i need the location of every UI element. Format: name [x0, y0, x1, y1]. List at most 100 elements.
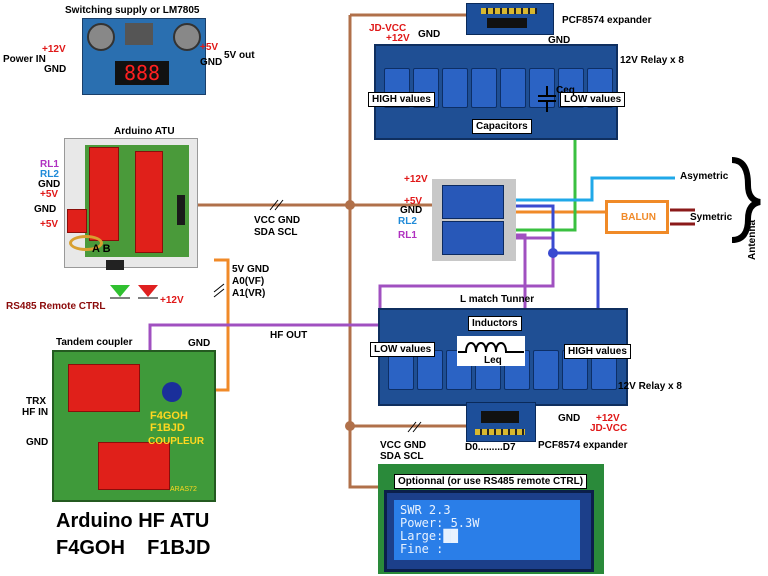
gnd-label: GND [558, 413, 581, 424]
balun-label: BALUN [621, 212, 656, 223]
rs485-connector [106, 260, 124, 270]
relay [533, 350, 559, 390]
arduino-title: Arduino ATU [114, 126, 175, 137]
balun-box [605, 200, 669, 234]
coupler-name: COUPLEUR [148, 436, 205, 447]
gnd-label: GND [548, 35, 571, 46]
plus12-label: +12V [42, 44, 66, 55]
top-expander [466, 3, 554, 35]
coupler-ref: ARAS72 [170, 486, 197, 493]
inductors-label: Inductors [468, 316, 522, 331]
footer-line-1: Arduino HF ATU [56, 510, 210, 532]
antenna-label: Antenna [747, 220, 758, 260]
relay [500, 68, 526, 108]
rl2-label: RL2 [40, 169, 59, 180]
toroid-icon [69, 235, 103, 251]
coupler-call1: F4GOH [150, 410, 188, 422]
jd-vcc-label: JD-VCC [590, 423, 628, 434]
ceq-label: Ceq [556, 85, 575, 96]
junction-dot [345, 200, 355, 210]
connector-block [67, 209, 87, 233]
high-values-label: HIGH values [368, 92, 435, 107]
low-values-label: LOW values [370, 342, 436, 357]
low-values-label: LOW values [560, 92, 626, 107]
chip [481, 411, 519, 423]
coupler-board: F4GOH F1BJD COUPLEUR ARAS72 [52, 350, 216, 502]
bottom-expander [466, 402, 536, 442]
plus5-label: +5V [404, 196, 423, 207]
top-relay-title: 12V Relay x 8 [620, 55, 684, 66]
hf-in-label: HF IN [22, 407, 49, 418]
lcd-line-2: Power: 5.3W [400, 516, 480, 530]
gnd-label: GND [188, 338, 211, 349]
relay [471, 68, 497, 108]
gnd-label: GND [200, 57, 223, 68]
relay [442, 221, 504, 255]
seven-segment-display: 888 [115, 61, 169, 85]
capacitor [87, 23, 115, 51]
pin-header [475, 429, 525, 435]
relay-block [89, 147, 119, 241]
symetric-label: Symetric [690, 212, 733, 223]
gnd-label: GND [34, 204, 57, 215]
vcc-gnd-label: VCC GND [254, 215, 301, 226]
power-in-label: Power IN [3, 54, 46, 65]
gnd-label: GND [26, 437, 49, 448]
lmatch-title: L match Tunner [460, 294, 535, 305]
lcd-line-4: Fine : [400, 542, 444, 556]
hf-out-label: HF OUT [270, 330, 308, 341]
brown-bus-wire [196, 13, 466, 489]
expander-label: PCF8574 expander [562, 15, 652, 26]
lcd-line-3: Large:██ [400, 529, 458, 543]
plus12-label: +12V [404, 174, 428, 185]
inductor [125, 23, 153, 45]
jd-vcc-label: JD-VCC [369, 23, 407, 34]
rl1-label: RL1 [40, 159, 59, 170]
coupler-call2: F1BJD [150, 422, 185, 434]
leq-label: Leq [484, 355, 502, 366]
relay-block [135, 151, 163, 253]
a0-label: A0(VF) [232, 276, 265, 287]
footer-line-2: F4GOH F1BJD [56, 537, 211, 559]
capacitor [173, 23, 201, 51]
ab-label: A B [92, 243, 111, 255]
plus12-label: +12V [386, 33, 410, 44]
coupler-title: Tandem coupler [56, 337, 133, 348]
plus5-label: +5V [40, 189, 59, 200]
5v-gnd-label: 5V GND [232, 264, 270, 275]
d0-d7-label: D0.........D7 [465, 442, 516, 453]
vcc-gnd-label: VCC GND [380, 440, 427, 451]
rl2-label: RL2 [398, 216, 417, 227]
lcd-screen: SWR 2.3 Power: 5.3W Large:██ Fine : [394, 500, 580, 560]
arduino-board [64, 138, 198, 268]
gnd-label: GND [38, 179, 61, 190]
5v-out-label: 5V out [224, 50, 255, 61]
purple-wire-2 [378, 236, 555, 325]
psu-board: 888 [82, 18, 206, 95]
rs485-label: RS485 Remote CTRL [6, 301, 106, 312]
gnd-label: GND [418, 29, 441, 40]
plus5-label: +5V [40, 219, 59, 230]
antenna-brace [731, 157, 761, 243]
lcd-line-1: SWR 2.3 [400, 503, 451, 517]
a1-label: A1(VR) [232, 288, 266, 299]
trx-label: TRX [26, 396, 46, 407]
relay [442, 68, 468, 108]
optional-label: Optionnal (or use RS485 remote CTRL) [394, 474, 588, 489]
capacitor-icon [538, 86, 556, 112]
plus5-label: +5V [200, 42, 219, 53]
dual-relay-module [432, 179, 516, 261]
plus12-label: +12V [596, 413, 620, 424]
coupler-transformer [68, 364, 140, 412]
pin-header [481, 8, 537, 14]
variable-capacitor [162, 382, 182, 402]
inductor-icon [458, 342, 524, 353]
junction-dot [345, 421, 355, 431]
sda-scl-label: SDA SCL [254, 227, 298, 238]
expander-label: PCF8574 expander [538, 440, 628, 451]
bottom-relay-title: 12V Relay x 8 [618, 381, 682, 392]
gnd-label: GND [44, 64, 67, 75]
led-icons [110, 285, 158, 299]
junction-dot [548, 248, 558, 258]
rl1-label: RL1 [398, 230, 417, 241]
